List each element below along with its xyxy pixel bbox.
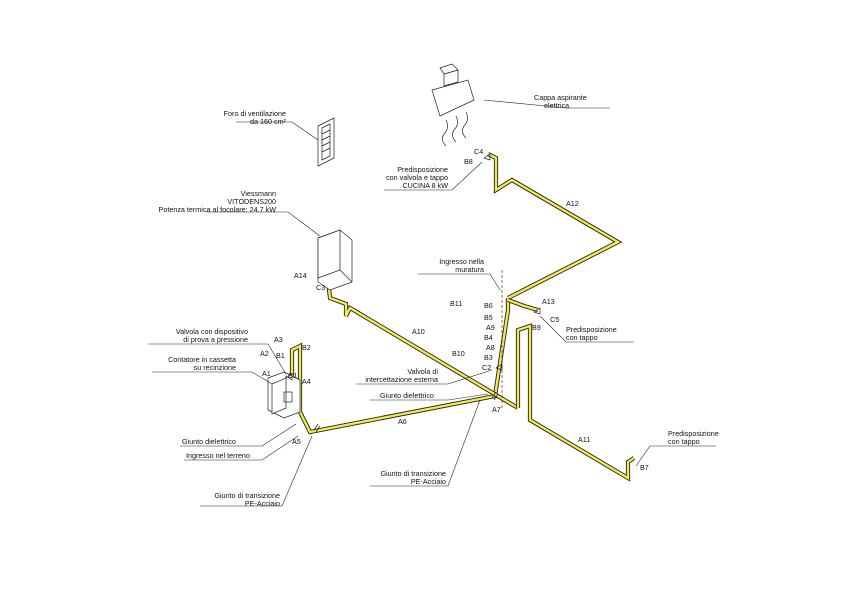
tag-a1: A1 (262, 369, 271, 378)
tag-c1: C1 (288, 371, 297, 380)
tag-b11: B11 (450, 299, 462, 308)
label-prep-right-1: Predisposizione (668, 429, 719, 438)
tag-a6: A6 (398, 417, 407, 426)
pipe-a1-a3-fill (290, 344, 302, 392)
gas-meter-icon (267, 371, 301, 419)
tag-a13: A13 (542, 297, 555, 306)
tag-a5: A5 (292, 437, 301, 446)
pipe-a12-fill (487, 152, 621, 300)
label-boiler-3: Potenza termica al focolare: 24.7 kW (159, 205, 277, 214)
tag-b3: B3 (484, 353, 493, 362)
label-prep-mid-2: con tappo (566, 333, 598, 342)
label-boiler-2: VITODENS200 (227, 197, 276, 206)
tag-a8: A8 (486, 343, 495, 352)
label-cooker-1: Predisposizione (397, 165, 448, 174)
pipe-a11-fill (516, 324, 635, 481)
pipe-a10-fill (326, 279, 519, 410)
label-ext-valve-1: Valvola di (407, 367, 438, 376)
label-dielectric-1: Giunto dielettrico (182, 437, 236, 446)
label-transition-left-2: PE-Acciaio (245, 499, 280, 508)
tag-a4: A4 (302, 377, 311, 386)
tag-b6: B6 (484, 301, 493, 310)
tag-a9: A9 (486, 323, 495, 332)
tag-b9: B9 (532, 323, 541, 332)
callout-labels: Foro di ventilazione da 160 cm² Cappa as… (159, 93, 719, 508)
label-transition-mid-2: PE-Acciaio (411, 477, 446, 486)
label-prep-right-2: con tappo (668, 437, 700, 446)
label-cooker-2: con valvola e tappo (386, 173, 448, 182)
label-hood-1: Cappa aspirante (534, 93, 587, 102)
leader-lines (148, 99, 716, 507)
vent-grille-icon (317, 117, 335, 167)
tag-b7: B7 (640, 463, 649, 472)
label-dielectric-2: Giunto dielettrico (380, 391, 434, 400)
label-ground-entry: Ingresso nel terreno (186, 451, 250, 460)
label-prep-mid-1: Predisposizione (566, 325, 617, 334)
label-valve-test-1: Valvola con dispositivo (176, 327, 248, 336)
label-meter-1: Contatore in cassetta (168, 355, 236, 364)
tag-b2: B2 (302, 343, 311, 352)
pipe-a11 (515, 323, 636, 482)
tag-a10: A10 (412, 327, 425, 336)
tag-b5: B5 (484, 313, 493, 322)
label-ext-valve-2: intercettazione esterna (365, 375, 438, 384)
boiler-icon (317, 229, 353, 291)
label-hood-2: elettrica (544, 101, 569, 110)
pipe-network (289, 152, 636, 482)
tag-a3: A3 (274, 335, 283, 344)
range-hood-icon (431, 63, 475, 147)
tag-b8: B8 (464, 157, 473, 166)
label-cooker-3: CUCINA 8 kW (402, 181, 448, 190)
pipe-code-tags: A1 A2 A3 A4 A5 A6 A7 A8 A9 A10 A11 A12 A… (260, 147, 649, 472)
tag-c2: C2 (482, 363, 491, 372)
pipe-a13-fill (507, 298, 539, 312)
tag-c3: C3 (316, 283, 325, 292)
tag-c4: C4 (474, 147, 483, 156)
tag-a2: A2 (260, 349, 269, 358)
tag-a7: A7 (492, 405, 501, 414)
label-vent-1: Foro di ventilazione (224, 109, 286, 118)
tag-c5: C5 (550, 315, 559, 324)
label-meter-2: su recinzione (194, 363, 236, 372)
label-boiler-1: Viessmann (241, 189, 276, 198)
label-wall-entry-1: Ingresso nella (439, 257, 484, 266)
valve-icon (285, 153, 541, 433)
tag-b4: B4 (484, 333, 493, 342)
pipe-a4-a6-a7 (297, 298, 511, 435)
tag-b10: B10 (452, 349, 465, 358)
label-transition-mid-1: Giunto di transizione (380, 469, 446, 478)
label-wall-entry-2: muratura (455, 265, 484, 274)
tag-a11: A11 (578, 435, 590, 444)
label-vent-2: da 160 cm² (250, 117, 287, 126)
label-valve-test-2: di prova a pressione (183, 335, 248, 344)
tag-a14: A14 (294, 271, 307, 280)
label-transition-left-1: Giunto di transizione (214, 491, 280, 500)
tag-a12: A12 (566, 199, 579, 208)
tag-b1: B1 (276, 351, 285, 360)
